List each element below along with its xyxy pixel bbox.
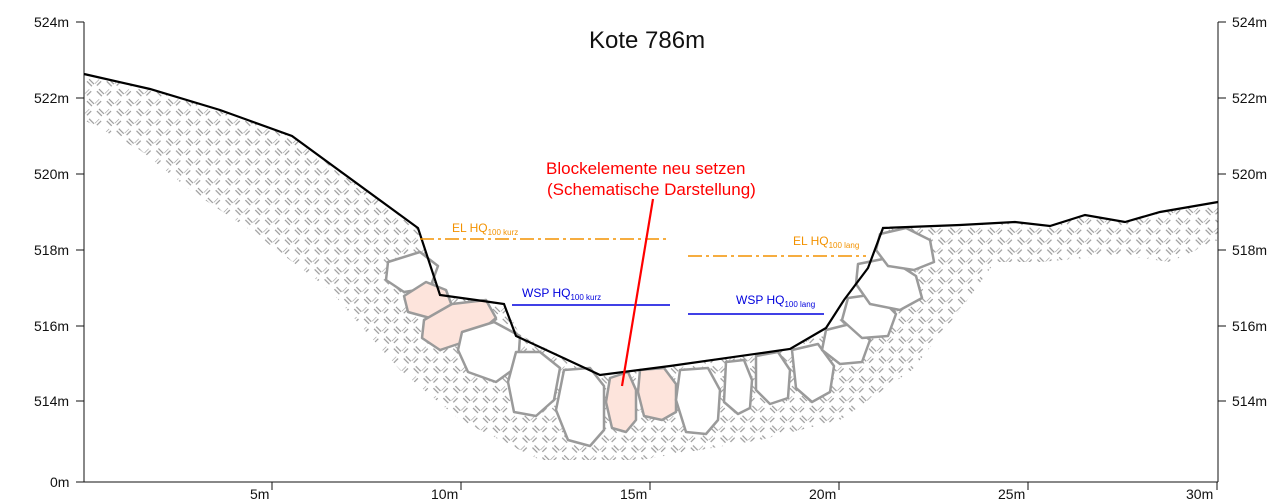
- terrain-profile: [83, 72, 1219, 377]
- y-label-left-514: 514m: [34, 393, 69, 409]
- wsp-hq100-kurz-label: WSP HQ100 kurz: [522, 286, 601, 302]
- annotation-line-1: Blockelemente neu setzen: [546, 159, 745, 178]
- block: [754, 350, 792, 406]
- y-label-left-522: 522m: [34, 90, 69, 106]
- y-label-left-0: 0m: [50, 474, 69, 490]
- x-label-20: 20m: [809, 486, 836, 502]
- el-hq100-lang-label: EL HQ100 lang: [793, 234, 859, 250]
- y-label-left-516: 516m: [34, 318, 69, 334]
- x-label-25: 25m: [998, 486, 1025, 502]
- x-label-5: 5m: [250, 486, 269, 502]
- block: [874, 226, 936, 272]
- x-label-30: 30m: [1186, 486, 1213, 502]
- block-highlight: [636, 366, 678, 422]
- y-label-right-516: 516m: [1232, 318, 1267, 334]
- x-label-15: 15m: [620, 486, 647, 502]
- block: [674, 366, 722, 436]
- block: [456, 320, 522, 384]
- y-label-left-520: 520m: [34, 166, 69, 182]
- annotation-line-2: (Schematische Darstellung): [547, 180, 756, 199]
- stone-blocks: [384, 226, 936, 448]
- block-highlight: [604, 370, 638, 434]
- annotation-pointer: [620, 198, 655, 387]
- axes: [76, 21, 1226, 490]
- y-label-left-518: 518m: [34, 242, 69, 258]
- block: [790, 342, 836, 404]
- page-title: Kote 786m: [589, 27, 705, 54]
- el-hq100-kurz-label: EL HQ100 kurz: [452, 221, 518, 237]
- y-label-right-518: 518m: [1232, 242, 1267, 258]
- x-label-10: 10m: [431, 486, 458, 502]
- y-label-left-524: 524m: [34, 14, 69, 30]
- y-label-right-524: 524m: [1232, 14, 1267, 30]
- y-label-right-520: 520m: [1232, 166, 1267, 182]
- block: [506, 350, 562, 418]
- y-label-right-522: 522m: [1232, 90, 1267, 106]
- block: [722, 358, 754, 416]
- wsp-hq100-lang-label: WSP HQ100 lang: [736, 293, 815, 309]
- y-label-right-514: 514m: [1232, 393, 1267, 409]
